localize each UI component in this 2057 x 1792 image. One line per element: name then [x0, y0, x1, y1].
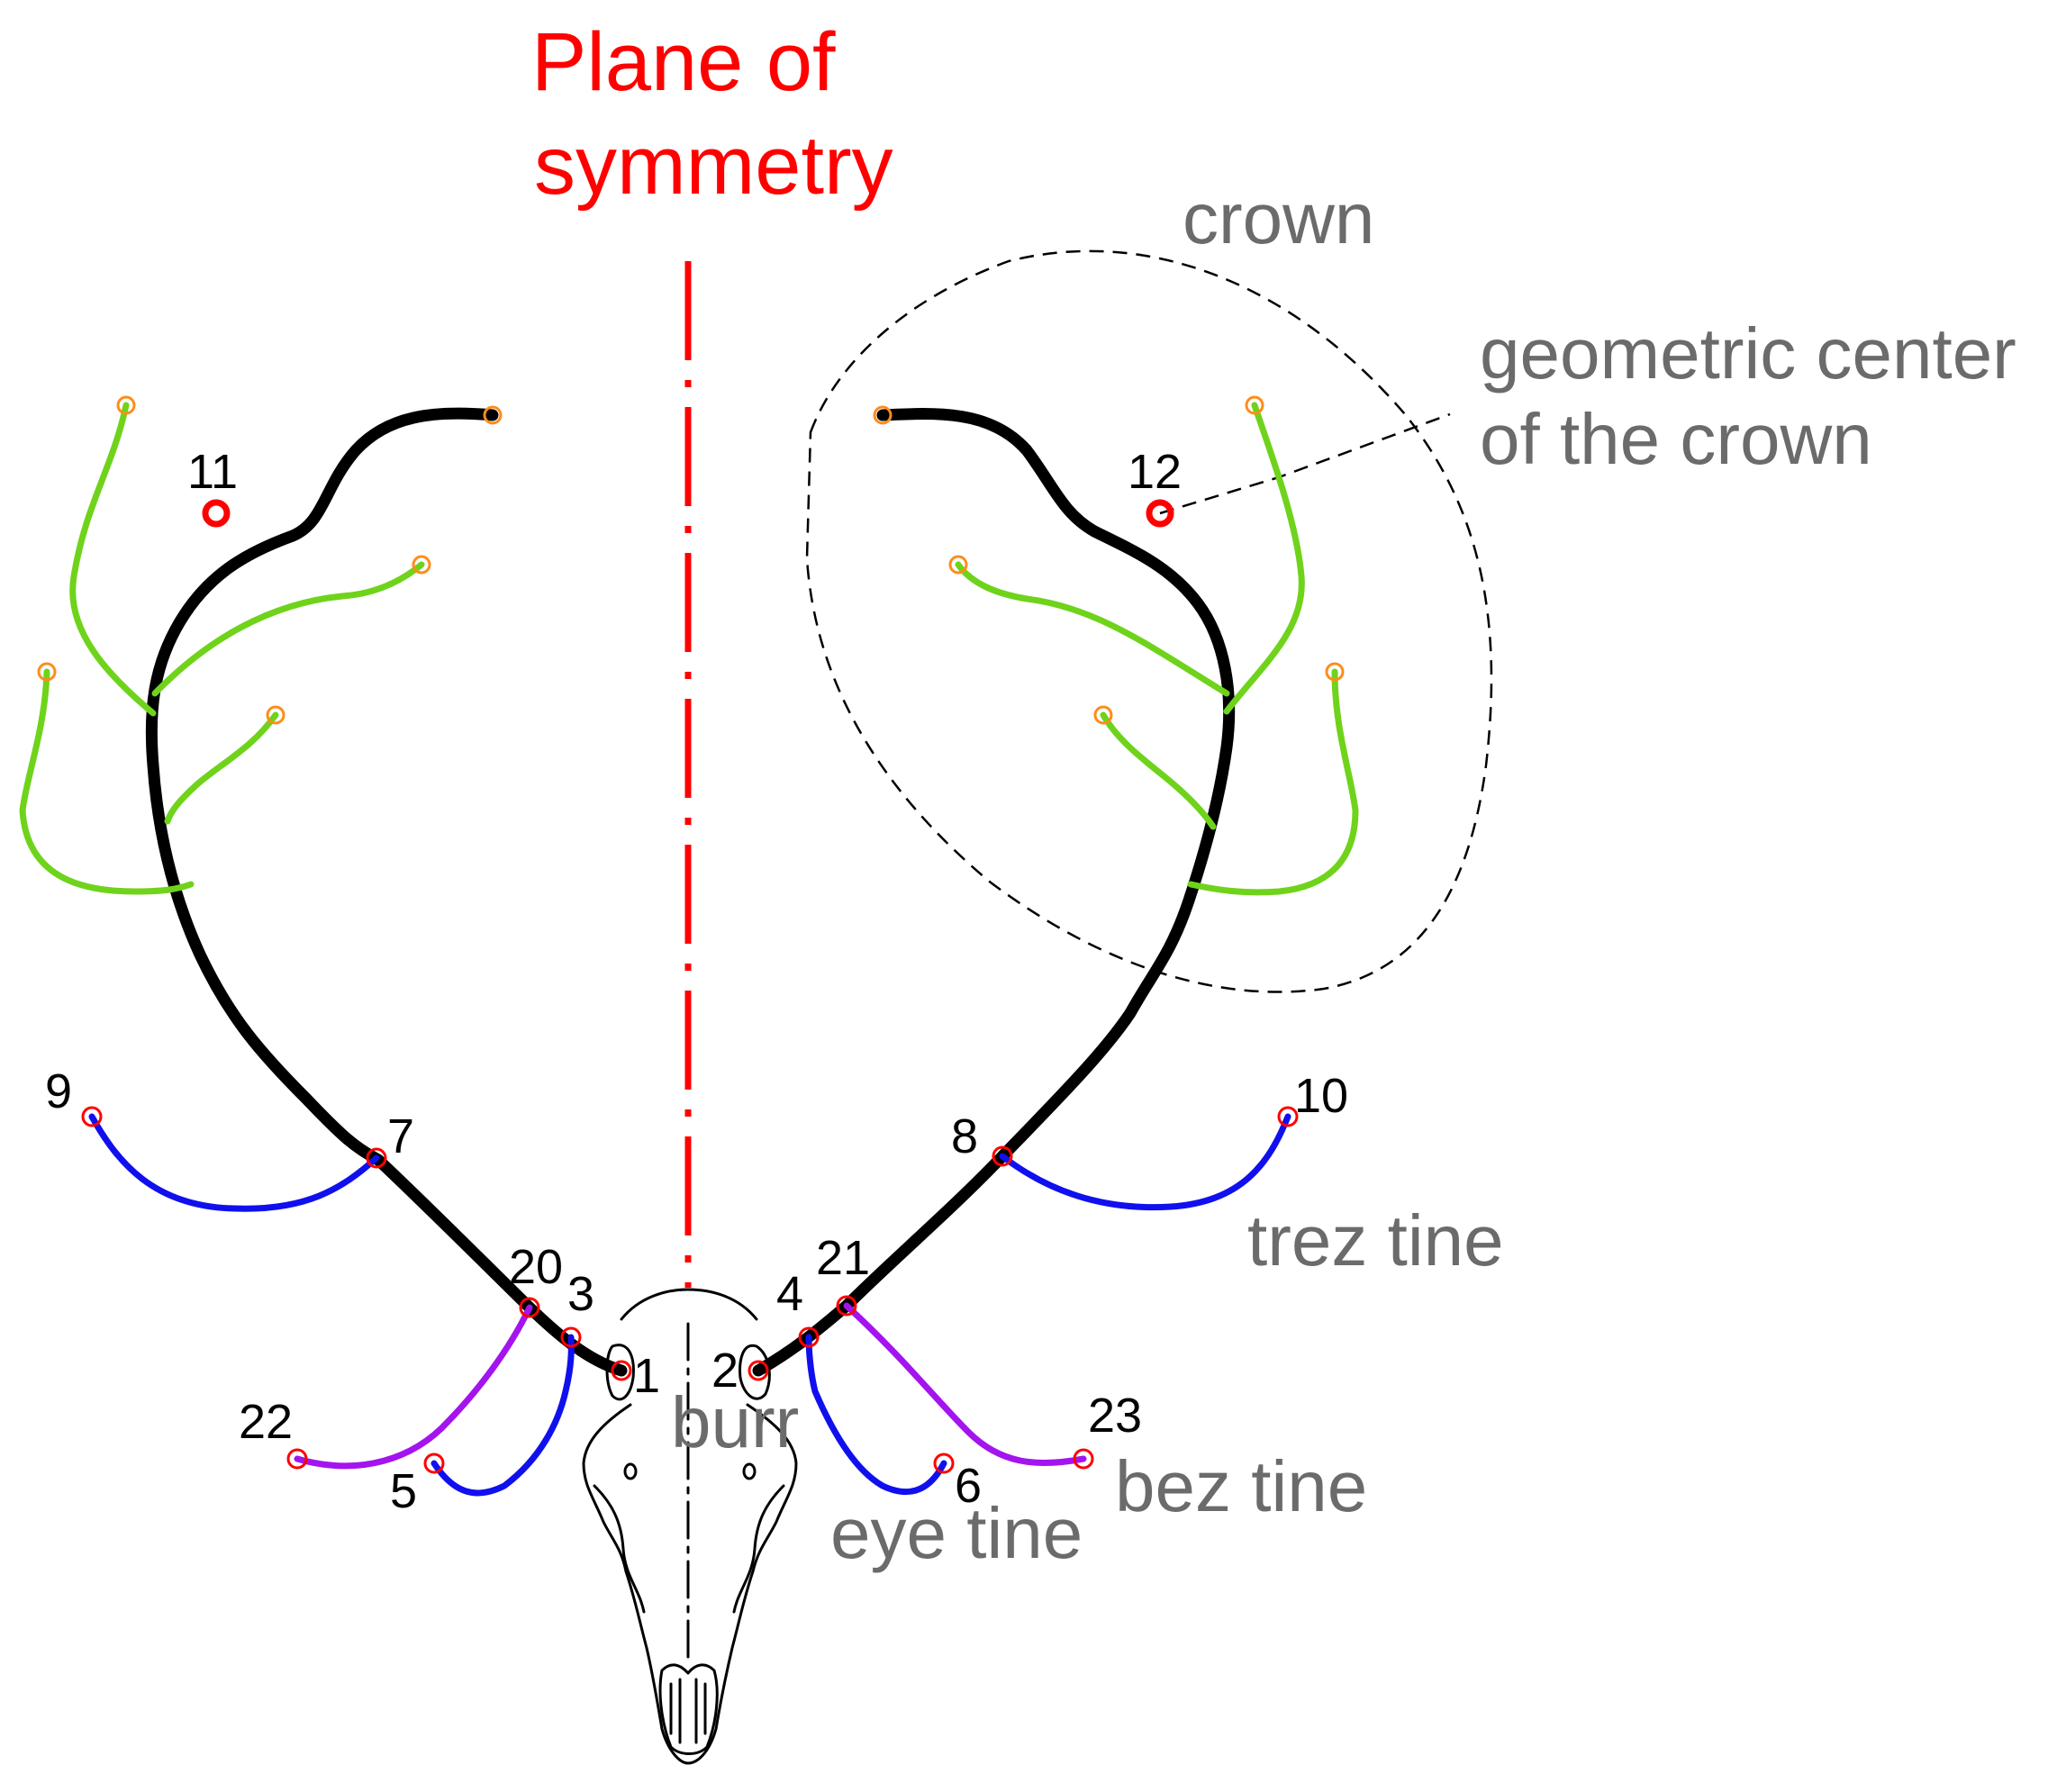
right-crown-tine-4 [1100, 711, 1217, 830]
geometric-center-label-line1: geometric center [1480, 313, 2016, 394]
landmark-3-label: 3 [567, 1267, 594, 1321]
landmark-6-label: 6 [955, 1459, 982, 1513]
skull-right-orbit-line [732, 1484, 785, 1614]
landmark-21-label: 21 [816, 1231, 870, 1285]
landmark-1-label: 1 [633, 1349, 660, 1403]
landmark-10-marker [1277, 1106, 1299, 1127]
landmark-8-label: 8 [951, 1109, 978, 1163]
skull-right-side [686, 1403, 798, 1765]
right-bez-tine [843, 1302, 1087, 1466]
landmark-9-marker [81, 1106, 103, 1127]
landmark-12-label: 12 [1128, 445, 1182, 499]
landmark-11-label: 11 [187, 445, 238, 499]
skull-top-arc [620, 1288, 758, 1321]
skull-left-side [582, 1403, 690, 1765]
geometric-center-label-line2: of the crown [1480, 399, 1872, 479]
landmark-6-marker [933, 1453, 955, 1474]
skull-left-orbit-line [593, 1484, 646, 1614]
left-eye-tine [430, 1334, 575, 1497]
landmark-22-label: 22 [239, 1395, 293, 1449]
landmark-4-label: 4 [776, 1267, 803, 1321]
landmark-2-marker [748, 1360, 769, 1381]
skull-right-nostril [742, 1462, 757, 1480]
eye-tine-label: eye tine [830, 1493, 1083, 1573]
landmark-11-center-marker [202, 499, 231, 528]
landmark-23-label: 23 [1088, 1389, 1142, 1443]
left-crown-tine-4 [164, 711, 279, 825]
right-crown-tine-2 [955, 561, 1230, 697]
landmark-7-label: 7 [387, 1109, 414, 1163]
left-pedicle [605, 1344, 635, 1401]
burr-label: burr [671, 1382, 799, 1462]
landmark-22-marker [286, 1448, 308, 1470]
landmark-9-label: 9 [45, 1064, 72, 1118]
right-crown-tine-1 [1223, 402, 1305, 715]
left-crown-tip-markers [37, 395, 503, 725]
landmark-21-marker [836, 1295, 857, 1317]
landmark-markers [81, 1106, 1299, 1474]
left-crown-tine-1 [69, 402, 157, 717]
skull-teeth [669, 1678, 707, 1744]
crown-label: crown [1183, 178, 1374, 258]
landmark-23-marker [1073, 1448, 1094, 1470]
crown-outline [805, 249, 1493, 993]
landmark-20-label: 20 [509, 1240, 563, 1294]
left-bez-tine [294, 1304, 533, 1470]
center-leader-line [1159, 412, 1451, 515]
right-eye-tine [805, 1334, 947, 1496]
right-pedicle [739, 1344, 771, 1400]
left-crown-tine-3 [19, 668, 195, 895]
plane-title-line2: symmetry [534, 120, 893, 212]
landmark-5-label: 5 [390, 1464, 417, 1518]
deer-skull-outline [582, 1288, 798, 1765]
landmark-8-marker [992, 1145, 1013, 1167]
landmark-5-marker [423, 1453, 445, 1474]
trez-tine-label: trez tine [1247, 1200, 1504, 1281]
skull-left-nostril [623, 1462, 638, 1480]
landmark-1-marker [611, 1360, 632, 1381]
right-crown-tip-markers [873, 395, 1345, 725]
right-main-beam [752, 408, 1236, 1377]
plane-title-line1: Plane of [531, 16, 836, 108]
left-crown-tine-2 [151, 561, 425, 697]
landmark-10-label: 10 [1294, 1069, 1348, 1123]
landmark-3-marker [560, 1326, 582, 1348]
landmark-4-marker [798, 1326, 820, 1348]
right-crown-tine-3 [1187, 668, 1359, 896]
bez-tine-label: bez tine [1115, 1446, 1367, 1526]
left-trez-tine [88, 1113, 380, 1212]
skull-muzzle [658, 1663, 719, 1755]
landmark-2-label: 2 [711, 1344, 739, 1398]
landmark-7-marker [366, 1147, 387, 1169]
landmark-20-marker [519, 1297, 540, 1318]
right-trez-tine [999, 1113, 1291, 1211]
landmark-12-center-marker [1146, 499, 1174, 528]
left-main-beam [145, 407, 628, 1377]
